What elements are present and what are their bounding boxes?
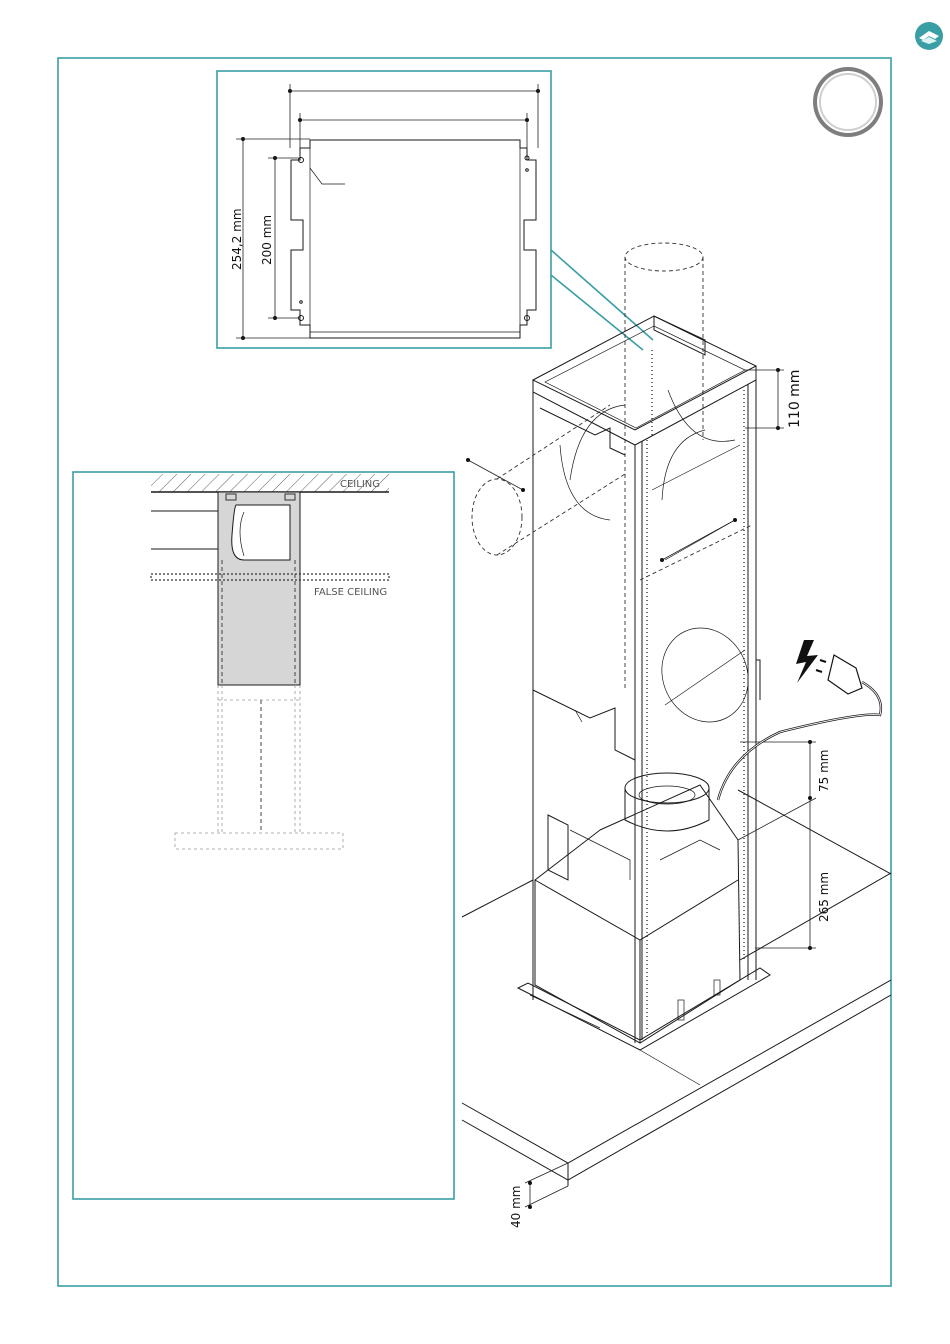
- lightning-bolt-icon: [796, 640, 818, 683]
- ceiling-section-panel: [73, 472, 454, 1199]
- dim-top-offset: 110 mm: [787, 370, 803, 428]
- dim-cable-offset: 75 mm: [817, 750, 831, 792]
- dim-motor-height: 265 mm: [817, 872, 831, 922]
- false-ceiling-label: FALSE CEILING: [314, 587, 387, 598]
- dim-height-inner: 200 mm: [260, 215, 274, 265]
- detail-connector-top: [551, 250, 653, 340]
- dim-height-outer: 254,2 mm: [230, 208, 244, 270]
- ceiling-label: CEILING: [340, 479, 380, 490]
- dim-panel-thickness: 40 mm: [509, 1186, 523, 1228]
- main-frame: [58, 58, 891, 1286]
- step-indicator-ring: [813, 67, 883, 137]
- bracket-detail-panel: [217, 71, 551, 348]
- hood-icon: [915, 22, 943, 50]
- power-plug-icon: [816, 655, 862, 694]
- chimney-assembly: [462, 243, 891, 1209]
